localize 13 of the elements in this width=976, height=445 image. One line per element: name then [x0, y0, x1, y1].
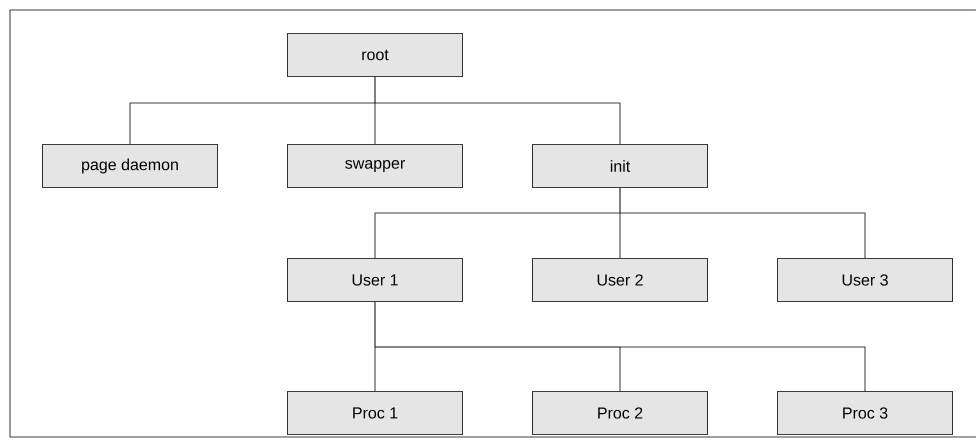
connector-line: [374, 76, 620, 144]
process-box: page daemon: [42, 144, 218, 188]
connector-line: [620, 188, 866, 258]
process-box: User 1: [287, 258, 463, 302]
process-box: User 2: [532, 258, 708, 302]
process-box: root: [287, 33, 463, 77]
process-box: init: [532, 144, 708, 188]
connector-line: [374, 302, 866, 392]
process-box: Proc 2: [532, 391, 708, 435]
process-box: swapper: [287, 144, 463, 188]
process-box: Proc 3: [777, 391, 953, 435]
process-box: Proc 1: [287, 391, 463, 435]
process-box: User 3: [777, 258, 953, 302]
